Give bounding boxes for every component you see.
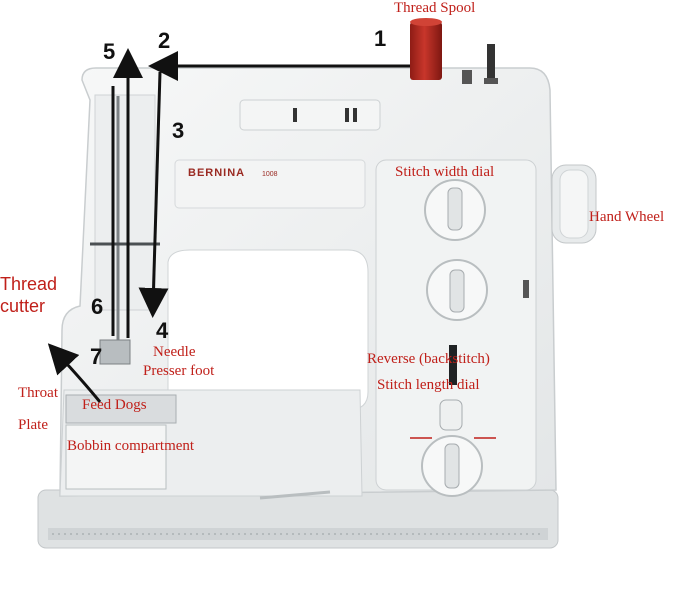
thread-spool-graphic (410, 18, 498, 84)
needle-position-dial-graphic (426, 259, 529, 321)
label-bobbin-compartment: Bobbin compartment (67, 438, 195, 454)
label-hand-wheel: Hand Wheel (589, 209, 665, 225)
reverse-lever-graphic (439, 345, 463, 431)
step-7: 7 (90, 344, 103, 369)
step-1: 1 (374, 26, 387, 51)
step-2: 2 (158, 28, 171, 53)
arrow-step-7 (47, 343, 102, 403)
model-number: 1008 (262, 171, 278, 178)
brand-name: BERNINA (188, 167, 246, 179)
label-reverse: Reverse (backstitch) (367, 351, 490, 367)
label-stitch-length-dial: Stitch length dial (377, 377, 480, 393)
label-thread-cutter: Thread cutter (0, 274, 58, 316)
threading-arrows (47, 48, 410, 403)
stitch-width-dial-graphic (424, 179, 486, 241)
label-stitch-width-dial: Stitch width dial (395, 164, 495, 180)
step-5: 5 (103, 39, 116, 64)
label-presser-foot: Presser foot (143, 363, 215, 379)
hand-wheel-graphic (551, 164, 597, 244)
machine-body (59, 67, 557, 500)
arrow-step-3 (138, 71, 169, 318)
label-thread-spool: Thread Spool (394, 0, 476, 16)
step-3: 3 (172, 118, 185, 143)
label-throat-plate: Throat Plate (18, 385, 58, 433)
step-6: 6 (91, 294, 104, 319)
stitch-length-dial-graphic (410, 435, 496, 497)
label-needle: Needle (153, 344, 196, 360)
machine-base (37, 489, 559, 549)
label-feed-dogs: Feed Dogs (82, 397, 147, 413)
step-4: 4 (156, 318, 169, 343)
